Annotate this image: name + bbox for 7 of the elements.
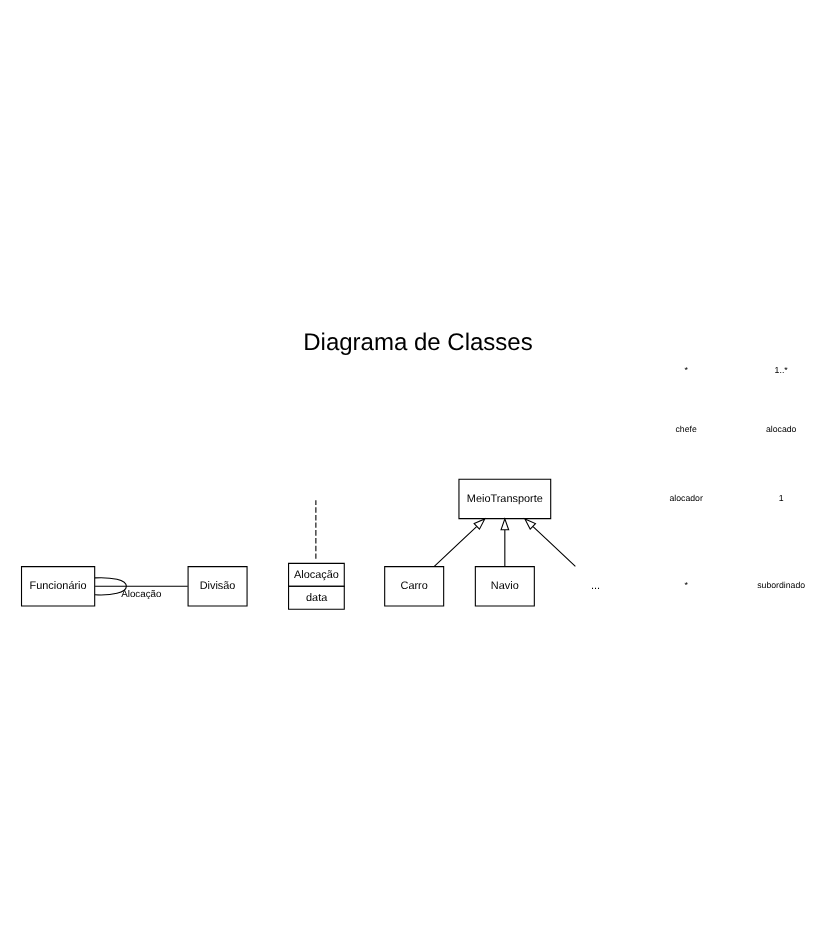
arrow: [523, 517, 576, 567]
connector: [94, 577, 127, 596]
arrow: [500, 517, 510, 567]
diagram-title: Diagrama de Classes: [303, 327, 533, 356]
connector: [94, 585, 189, 587]
connector: [315, 499, 317, 560]
arrow: [433, 517, 486, 567]
